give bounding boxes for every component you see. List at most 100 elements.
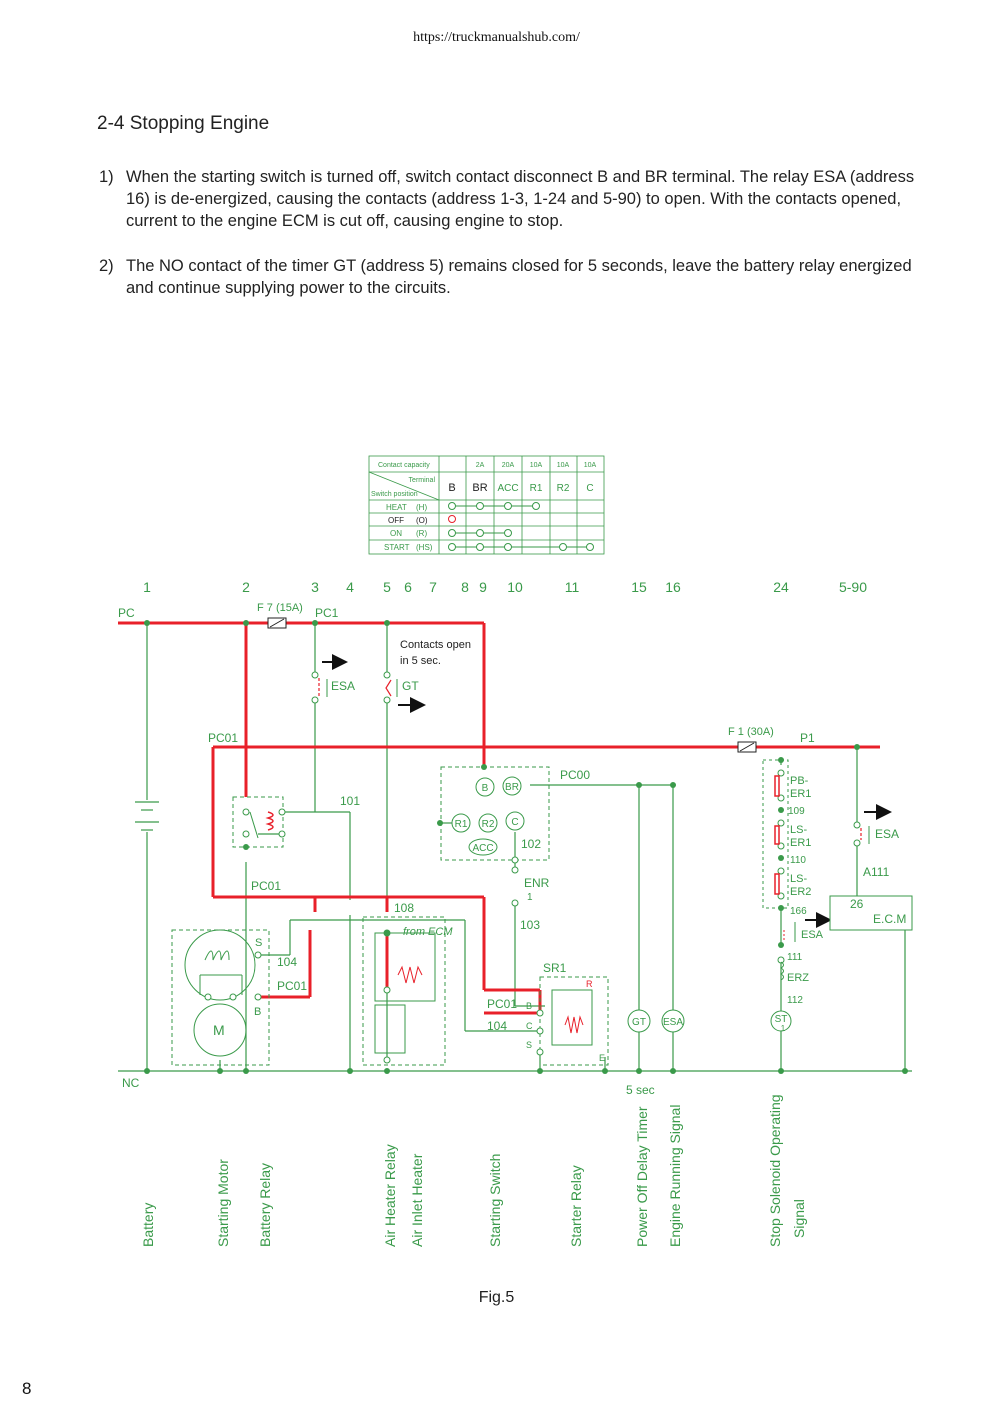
component-label: Starting Switch (487, 1154, 503, 1247)
label-gt-contact: GT (402, 679, 419, 693)
table-capacity-label: Contact capacity (378, 462, 430, 469)
label-wire-166: 166 (790, 906, 807, 917)
terminal-header: R1 (530, 483, 543, 494)
address-number: 5 (383, 579, 391, 595)
address-number: 6 (404, 579, 412, 595)
terminal-header: B (448, 482, 455, 494)
label-motor-b: B (254, 1006, 261, 1018)
address-number: 24 (773, 579, 789, 595)
label-pc01-motor: PC01 (277, 979, 307, 993)
component-labels: Battery Starting Motor Battery Relay Air… (140, 1094, 807, 1247)
position-start-code: (HS) (416, 543, 433, 552)
label-enr-num: 1 (527, 892, 533, 903)
terminal-header: R2 (557, 483, 570, 494)
capacity-cell: 10A (530, 462, 543, 469)
source-url: https://truckmanualshub.com/ (413, 30, 580, 45)
starting-motor-symbol (171, 929, 270, 1066)
address-number: 9 (479, 579, 487, 595)
starter-relay-symbol (536, 976, 609, 1066)
stop-switches (762, 757, 796, 981)
label-wire-112: 112 (787, 995, 803, 1006)
paragraph-1-text: When the starting switch is turned off, … (126, 168, 915, 230)
address-row: 1 2 3 4 5 6 7 8 9 10 11 15 16 24 5-90 (143, 579, 867, 595)
position-start: START (384, 543, 410, 552)
address-number: 7 (429, 579, 437, 595)
address-number: 2 (242, 579, 250, 595)
component-label: Starting Motor (215, 1159, 231, 1247)
label-contacts-open-2: in 5 sec. (400, 655, 441, 667)
address-number: 10 (507, 579, 523, 595)
label-wire-101: 101 (340, 794, 360, 808)
gt-relay-coil (627, 1009, 651, 1033)
label-sr-e: E (599, 1053, 605, 1063)
table-position-label: Switch position (371, 491, 418, 498)
air-heater-symbol (362, 916, 446, 1066)
component-label: Stop Solenoid Operating (767, 1094, 783, 1247)
label-esa-24: ESA (801, 929, 824, 941)
paragraph-2-text: The NO contact of the timer GT (address … (126, 257, 912, 297)
label-pc01-sr: PC01 (487, 997, 517, 1011)
component-label: Power Off Delay Timer (634, 1106, 650, 1247)
label-contacts-open: Contacts open (400, 639, 471, 651)
label-pb: PB- (790, 775, 809, 787)
stop-solenoid-coil (770, 1010, 792, 1032)
label-st-num: 1 (781, 1024, 786, 1033)
label-from-ecm: from ECM (403, 926, 453, 938)
label-wire-104-motor: 104 (277, 955, 297, 969)
terminal-header: ACC (497, 483, 518, 494)
position-off-code: (O) (416, 516, 428, 525)
label-pc1: PC1 (315, 606, 339, 620)
label-pc01-top: PC01 (208, 731, 238, 745)
component-label: Signal (791, 1199, 807, 1238)
label-term-b: B (482, 783, 489, 794)
label-term-r2: R2 (482, 819, 495, 830)
label-st: ST (775, 1014, 788, 1025)
label-wire-111: 111 (787, 952, 803, 963)
component-label: Engine Running Signal (667, 1105, 683, 1247)
address-number: 1 (143, 579, 151, 595)
table-terminal-label: Terminal (409, 477, 436, 484)
address-number: 15 (631, 579, 647, 595)
position-on-code: (R) (416, 529, 427, 538)
label-nc: NC (122, 1076, 140, 1090)
label-sr-s: S (526, 1040, 532, 1050)
label-enr: ENR (524, 876, 550, 890)
label-5-sec: 5 sec (626, 1083, 655, 1097)
label-ls-2: LS- (790, 873, 807, 885)
label-ecm-num: 26 (850, 897, 864, 911)
paragraph-1-number: 1) (99, 168, 114, 186)
capacity-cell: 10A (557, 462, 570, 469)
component-label: Starter Relay (568, 1165, 584, 1247)
page-number: 8 (22, 1379, 32, 1398)
terminal-header: C (586, 483, 593, 494)
capacity-cell: 10A (584, 462, 597, 469)
label-motor-s: S (255, 937, 262, 949)
paragraph-2-number: 2) (99, 257, 114, 275)
address-number: 16 (665, 579, 681, 595)
label-term-br: BR (505, 782, 519, 793)
label-esa-590: ESA (875, 827, 899, 841)
label-pc01-mid: PC01 (251, 879, 281, 893)
component-label: Battery Relay (257, 1163, 273, 1247)
label-ls-1: LS- (790, 824, 807, 836)
ecm-box (829, 895, 913, 931)
label-wire-110: 110 (790, 855, 806, 866)
capacity-cell: 20A (502, 462, 515, 469)
address-number: 5-90 (839, 579, 867, 595)
terminal-header: BR (472, 482, 487, 494)
component-label: Air Heater Relay (382, 1144, 398, 1247)
label-esa-coil: ESA (663, 1017, 683, 1028)
component-label: Battery (140, 1203, 156, 1247)
address-number: 3 (311, 579, 319, 595)
label-erz: ERZ (787, 972, 809, 984)
label-term-acc: ACC (472, 843, 493, 854)
component-label: Air Inlet Heater (409, 1153, 425, 1247)
label-er1-a: ER1 (790, 788, 811, 800)
position-heat-code: (H) (416, 503, 427, 512)
address-number: 4 (346, 579, 354, 595)
label-p1: P1 (800, 731, 815, 745)
label-wire-102: 102 (521, 837, 541, 851)
position-heat: HEAT (386, 503, 407, 512)
label-wire-108: 108 (394, 901, 414, 915)
